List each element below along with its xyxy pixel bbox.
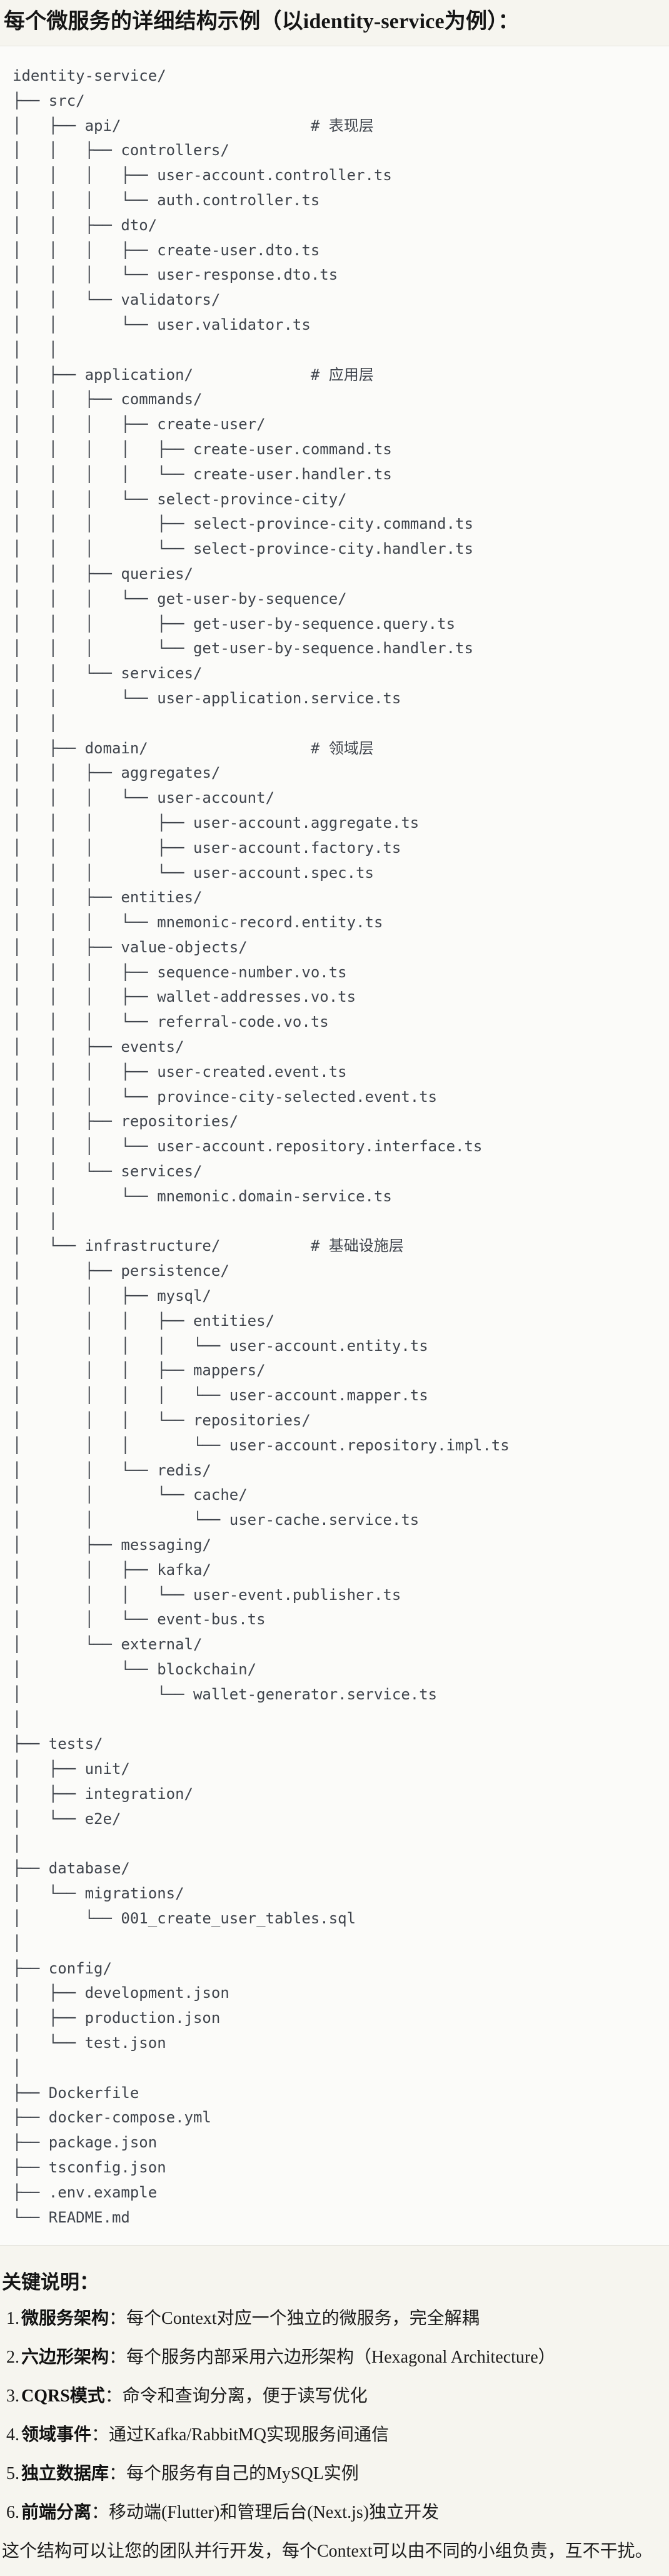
note-label: CQRS模式 — [21, 2386, 105, 2406]
directory-tree: identity-service/ ├── src/ │ ├── api/ # … — [13, 67, 510, 2226]
closing-paragraph: 这个结构可以让您的团队并行开发，每个Context可以由不同的小组负责，互不干扰… — [2, 2541, 653, 2561]
note-text: ：每个服务有自己的MySQL实例 — [109, 2463, 359, 2483]
note-number: 5. — [6, 2463, 19, 2483]
note-item-independent-db: 5.独立数据库：每个服务有自己的MySQL实例 — [2, 2460, 661, 2488]
notes-heading: 关键说明： — [2, 2271, 99, 2294]
note-label: 微服务架构 — [21, 2308, 109, 2328]
note-text: ：通过Kafka/RabbitMQ实现服务间通信 — [91, 2425, 389, 2445]
note-text: ：移动端(Flutter)和管理后台(Next.js)独立开发 — [91, 2502, 440, 2522]
page-title: 每个微服务的详细结构示例（以identity-service为例）： — [4, 10, 520, 33]
note-label: 领域事件 — [21, 2425, 92, 2445]
notes-section: 关键说明： 1.微服务架构：每个Context对应一个独立的微服务，完全解耦 2… — [0, 2246, 669, 2565]
note-item-domain-events: 4.领域事件：通过Kafka/RabbitMQ实现服务间通信 — [2, 2421, 661, 2449]
note-text: ：命令和查询分离，便于读写优化 — [104, 2386, 368, 2406]
note-label: 前端分离 — [21, 2502, 92, 2522]
note-item-hexagonal: 2.六边形架构：每个服务内部采用六边形架构（Hexagonal Architec… — [2, 2344, 661, 2371]
code-block: identity-service/ ├── src/ │ ├── api/ # … — [0, 46, 669, 2246]
note-item-cqrs: 3.CQRS模式：命令和查询分离，便于读写优化 — [2, 2383, 661, 2410]
note-number: 4. — [6, 2425, 19, 2445]
note-item-microservices: 1.微服务架构：每个Context对应一个独立的微服务，完全解耦 — [2, 2305, 661, 2333]
note-number: 3. — [6, 2386, 19, 2406]
note-item-frontend-separation: 6.前端分离：移动端(Flutter)和管理后台(Next.js)独立开发 — [2, 2499, 661, 2527]
note-number: 2. — [6, 2347, 19, 2367]
note-number: 1. — [6, 2308, 19, 2328]
note-text: ：每个服务内部采用六边形架构（Hexagonal Architecture） — [109, 2347, 556, 2367]
note-label: 六边形架构 — [21, 2347, 109, 2367]
note-text: ：每个Context对应一个独立的微服务，完全解耦 — [109, 2308, 480, 2328]
note-label: 独立数据库 — [21, 2463, 109, 2483]
note-number: 6. — [6, 2502, 19, 2522]
